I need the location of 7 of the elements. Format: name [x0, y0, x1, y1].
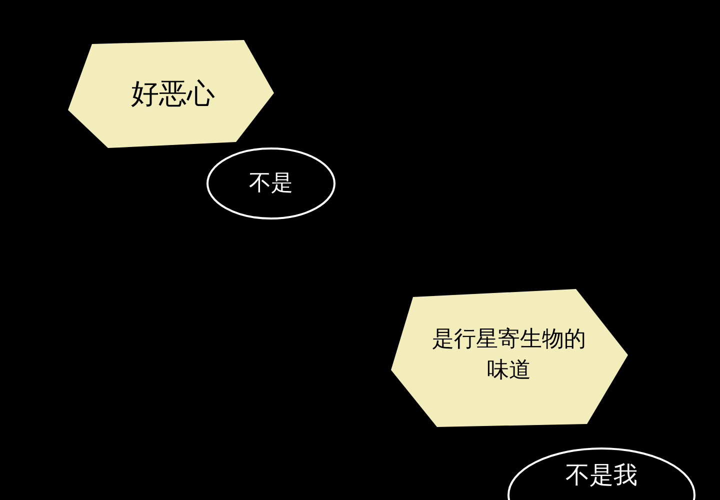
- speech-bubble: [391, 289, 628, 427]
- speech-text: 不是: [248, 170, 294, 198]
- speech-text: 是行星寄生物的味道: [431, 326, 587, 385]
- speech-text: 不是我: [564, 460, 638, 491]
- speech-bubble: [206, 147, 336, 220]
- speech-text: 好恶心: [130, 76, 216, 112]
- speech-bubble: [68, 40, 274, 148]
